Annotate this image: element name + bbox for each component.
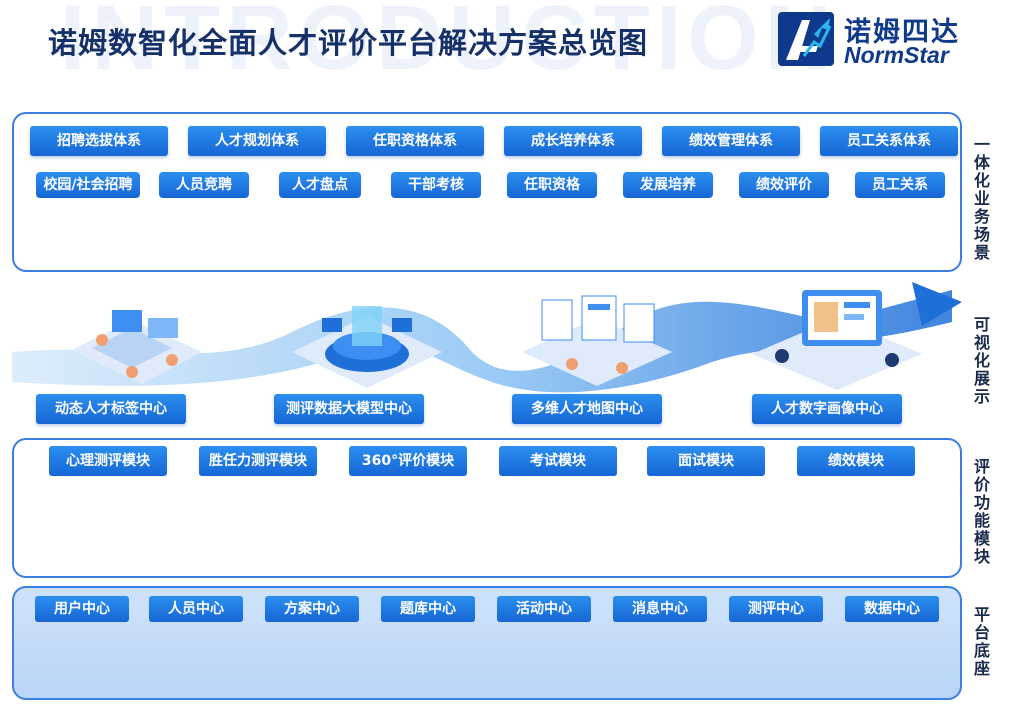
scenario-tag[interactable]: 发展培养 <box>623 172 713 198</box>
side-label-char: 体 <box>973 153 990 172</box>
platform-tag[interactable]: 题库中心 <box>381 596 475 622</box>
module-tag[interactable]: 360°评价模块 <box>349 446 467 476</box>
platform-tag[interactable]: 活动中心 <box>497 596 591 622</box>
platform-tag[interactable]: 方案中心 <box>265 596 359 622</box>
system-employee-relations[interactable]: 员工关系体系 <box>820 126 958 156</box>
system-talent-planning[interactable]: 人才规划体系 <box>188 126 326 156</box>
side-label-char: 块 <box>973 547 990 566</box>
system-growth[interactable]: 成长培养体系 <box>504 126 642 156</box>
side-label-char: 台 <box>973 623 990 642</box>
page-title: 诺姆数智化全面人才评价平台解决方案总览图 <box>48 26 649 60</box>
side-label-char: 务 <box>973 207 990 226</box>
side-label-char: 展 <box>973 369 990 388</box>
platform-tag[interactable]: 人员中心 <box>149 596 243 622</box>
center-digital-portrait[interactable]: 人才数字画像中心 <box>752 394 902 424</box>
side-label-char: 评 <box>973 457 990 476</box>
platform-tag[interactable]: 用户中心 <box>35 596 129 622</box>
side-label-platform: 平台底座 <box>972 606 992 678</box>
module-tag[interactable]: 面试模块 <box>647 446 765 476</box>
center-talent-tags[interactable]: 动态人才标签中心 <box>36 394 186 424</box>
digital-portrait-illustration <box>752 290 922 390</box>
side-label-char: 模 <box>973 529 990 548</box>
side-label-char: 价 <box>973 475 990 494</box>
side-label-char: 化 <box>973 171 990 190</box>
center-talent-map[interactable]: 多维人才地图中心 <box>512 394 662 424</box>
side-label-char: 平 <box>973 605 990 624</box>
system-recruitment[interactable]: 招聘选拔体系 <box>30 126 168 156</box>
side-label-char: 化 <box>973 351 990 370</box>
visualization-section: 动态人才标签中心 测评数据大模型中心 多维人才地图中心 人才数字画像中心 <box>12 282 962 430</box>
side-label-char: 一 <box>973 135 990 154</box>
module-tag[interactable]: 考试模块 <box>499 446 617 476</box>
data-model-illustration <box>292 306 442 388</box>
side-label-functions: 评价功能模块 <box>972 458 992 566</box>
logo-english-name: NormStar <box>844 42 949 68</box>
data-flow-ribbon <box>12 282 962 393</box>
side-label-business: 一体化业务场景 <box>972 136 992 262</box>
side-label-visual: 可视化展示 <box>972 316 992 406</box>
scenario-tag[interactable]: 任职资格 <box>507 172 597 198</box>
module-tag[interactable]: 绩效模块 <box>797 446 915 476</box>
system-performance[interactable]: 绩效管理体系 <box>662 126 800 156</box>
platform-tag[interactable]: 测评中心 <box>729 596 823 622</box>
side-label-char: 座 <box>973 659 990 678</box>
side-label-char: 示 <box>973 387 990 406</box>
header: 诺姆数智化全面人才评价平台解决方案总览图 诺姆四达 NormStar <box>0 0 1027 100</box>
platform-tag[interactable]: 消息中心 <box>613 596 707 622</box>
scenario-tag[interactable]: 人才盘点 <box>279 172 361 198</box>
normstar-logo-mark <box>778 12 834 66</box>
side-label-char: 可 <box>973 315 990 334</box>
center-data-model[interactable]: 测评数据大模型中心 <box>274 394 424 424</box>
logo-chinese-name: 诺姆四达 <box>844 17 960 48</box>
module-tag[interactable]: 胜任力测评模块 <box>199 446 317 476</box>
scenario-tag[interactable]: 干部考核 <box>391 172 481 198</box>
side-label-char: 功 <box>973 493 990 512</box>
talent-tag-illustration <box>72 310 202 384</box>
system-qualification[interactable]: 任职资格体系 <box>346 126 484 156</box>
scenario-tag[interactable]: 人员竞聘 <box>159 172 249 198</box>
scenario-tag[interactable]: 校园/社会招聘 <box>36 172 140 198</box>
side-label-char: 场 <box>973 225 990 244</box>
side-label-char: 视 <box>973 333 990 352</box>
side-label-char: 能 <box>973 511 990 530</box>
scenario-tag[interactable]: 绩效评价 <box>739 172 829 198</box>
side-label-char: 业 <box>973 189 990 208</box>
scenario-tag[interactable]: 员工关系 <box>855 172 945 198</box>
side-label-char: 景 <box>973 243 990 262</box>
talent-map-illustration <box>522 295 672 386</box>
side-label-char: 底 <box>973 641 990 660</box>
module-tag[interactable]: 心理测评模块 <box>49 446 167 476</box>
background-watermark: INTRODUCTION <box>60 0 838 89</box>
brand-logo: 诺姆四达 NormStar <box>778 10 1018 70</box>
platform-tag[interactable]: 数据中心 <box>845 596 939 622</box>
